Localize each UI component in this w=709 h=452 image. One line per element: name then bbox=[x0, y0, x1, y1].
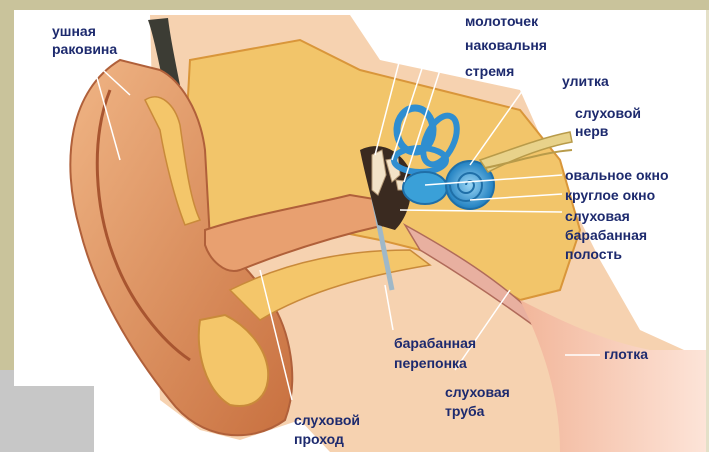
label-eustachian-tube-1: слуховая bbox=[445, 384, 510, 401]
label-auricle-1: ушная bbox=[52, 23, 96, 40]
label-throat: глотка bbox=[604, 346, 648, 363]
label-eardrum-2: перепонка bbox=[394, 355, 467, 372]
label-stapes: стремя bbox=[465, 63, 514, 80]
label-eardrum-1: барабанная bbox=[394, 335, 476, 352]
label-ear-canal-2: проход bbox=[294, 431, 344, 448]
label-oval-window: овальное окно bbox=[565, 167, 669, 184]
label-auditory-nerve-1: слуховой bbox=[575, 105, 641, 122]
label-round-window: круглое окно bbox=[565, 187, 655, 204]
label-tympanic-cavity-1: слуховая bbox=[565, 208, 630, 225]
label-tympanic-cavity-3: полость bbox=[565, 246, 622, 263]
label-eustachian-tube-2: труба bbox=[445, 403, 484, 420]
label-ear-canal-1: слуховой bbox=[294, 412, 360, 429]
label-cochlea: улитка bbox=[562, 73, 609, 90]
label-auditory-nerve-2: нерв bbox=[575, 123, 608, 140]
label-malleus: молоточек bbox=[465, 13, 538, 30]
label-tympanic-cavity-2: барабанная bbox=[565, 227, 647, 244]
vestibule bbox=[403, 172, 447, 204]
label-incus: наковальня bbox=[465, 37, 547, 54]
label-auricle-2: раковина bbox=[52, 41, 117, 58]
